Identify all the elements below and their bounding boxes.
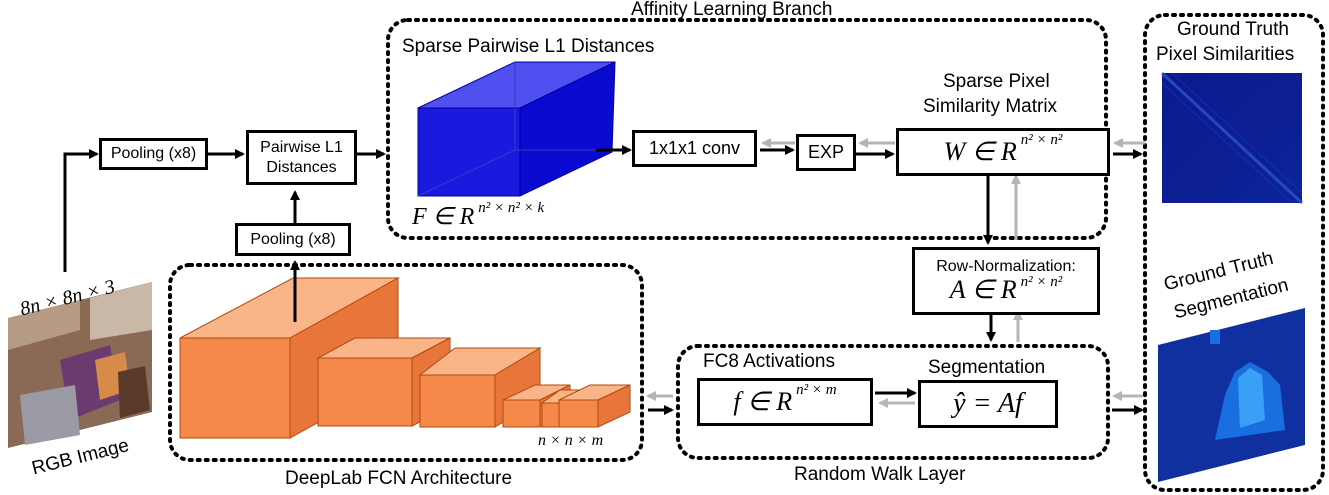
A-formula-base: A ∈ R — [949, 274, 1017, 304]
exp-label: EXP — [807, 142, 845, 162]
rownorm-label: Row-Normalization: — [936, 257, 1076, 275]
random-walk-frame — [676, 344, 1110, 460]
segmentation-title: Segmentation — [928, 357, 1046, 378]
F-formula-exp: n² × n² × k — [478, 200, 545, 216]
sparse-distance-volume — [417, 61, 616, 197]
pooling-top-label: Pooling (x8) — [110, 145, 197, 162]
f-formula-exp: n² × m — [796, 381, 837, 398]
F-formula-base: F ∈ R — [412, 204, 475, 230]
rgb-image — [8, 282, 152, 448]
pairwise-box: Pairwise L1 Distances — [246, 130, 357, 185]
gradient-connectors — [646, 138, 1145, 408]
gt-segmentation-map — [1158, 308, 1305, 482]
conv-box: 1x1x1 conv — [632, 130, 757, 167]
random-walk-title: Random Walk Layer — [794, 464, 966, 485]
fcn-dims-label: n × n × m — [538, 432, 604, 449]
yhat-formula: ŷ = Af — [953, 388, 1023, 419]
pairwise-label-2: Distances — [266, 158, 337, 176]
pooling-top-box: Pooling (x8) — [99, 138, 208, 170]
deeplab-title: DeepLab FCN Architecture — [285, 468, 513, 489]
W-formula-exp: n² × n² — [1020, 131, 1063, 148]
yhat-box: ŷ = Af — [918, 380, 1058, 428]
gt-similarity-matrix — [1160, 71, 1304, 205]
gt-pixel-title-1: Ground Truth — [1177, 19, 1289, 40]
deeplab-frame — [168, 263, 644, 462]
pooling-mid-label: Pooling (x8) — [250, 230, 336, 248]
f-formula-base: f ∈ R — [733, 387, 793, 416]
exp-box: EXP — [796, 134, 856, 171]
affinity-branch-title: Affinity Learning Branch — [631, 0, 833, 20]
pairwise-label-1: Pairwise L1 — [260, 139, 343, 157]
sparse-pixel-title-1: Sparse Pixel — [943, 71, 1050, 92]
gt-pixel-title-2: Pixel Similarities — [1156, 44, 1295, 65]
fc8-title: FC8 Activations — [703, 351, 835, 372]
connectors — [63, 145, 1144, 415]
W-formula-base: W ∈ R — [943, 137, 1017, 166]
sparse-pixel-title-2: Similarity Matrix — [923, 96, 1058, 117]
ground-truth-frame — [1143, 13, 1325, 492]
A-formula-exp: n² × n² — [1020, 273, 1063, 290]
conv-label: 1x1x1 conv — [648, 138, 741, 158]
fcn-blocks — [179, 277, 631, 439]
sparse-pairwise-title: Sparse Pairwise L1 Distances — [402, 36, 655, 57]
pooling-mid-box: Pooling (x8) — [235, 223, 351, 256]
